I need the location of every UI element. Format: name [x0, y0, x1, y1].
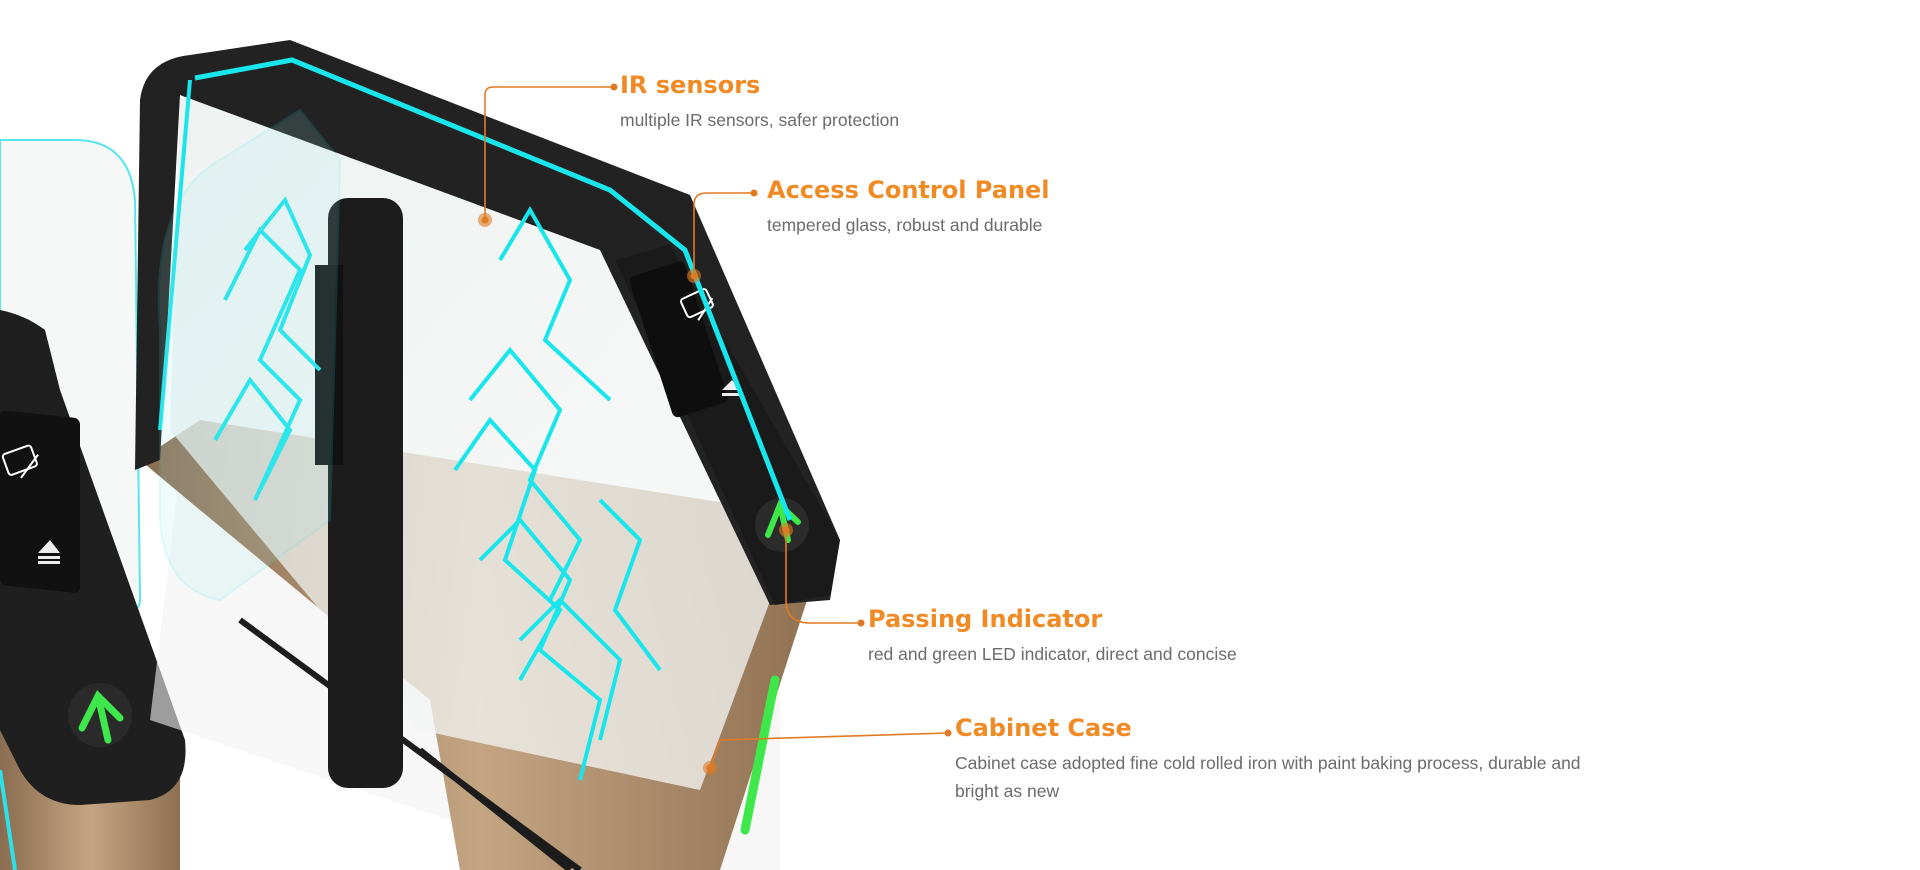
button-icon [38, 540, 60, 564]
main-turnstile-gate [135, 40, 840, 870]
callout-title: Passing Indicator [868, 605, 1103, 633]
cyan-circuit-pattern [213, 196, 662, 781]
callout-description: multiple IR sensors, safer protection [620, 110, 900, 130]
callout-title: Cabinet Case [955, 714, 1132, 742]
callout-description: Cabinet case adopted fine cold rolled ir… [955, 753, 1581, 801]
callout-passing-indicator: Passing Indicator red and green LED indi… [868, 604, 1237, 668]
leader-lines [484, 86, 949, 769]
callout-access-control-panel: Access Control Panel tempered glass, rob… [767, 175, 1050, 239]
callout-ir-sensors: IR sensors multiple IR sensors, safer pr… [620, 70, 899, 134]
left-turnstile-gate [0, 139, 186, 870]
access-panel-card-reader-icon [679, 288, 714, 321]
callout-description: red and green LED indicator, direct and … [868, 644, 1237, 664]
callout-description: tempered glass, robust and durable [767, 215, 1043, 235]
callout-title: IR sensors [620, 71, 761, 99]
leader-dots [478, 83, 952, 775]
card-reader-icon [1, 444, 39, 479]
callout-title: Access Control Panel [767, 176, 1050, 204]
arrow-indicator-icon [68, 683, 132, 747]
callout-cabinet-case: Cabinet Case Cabinet case adopted fine c… [955, 713, 1605, 805]
